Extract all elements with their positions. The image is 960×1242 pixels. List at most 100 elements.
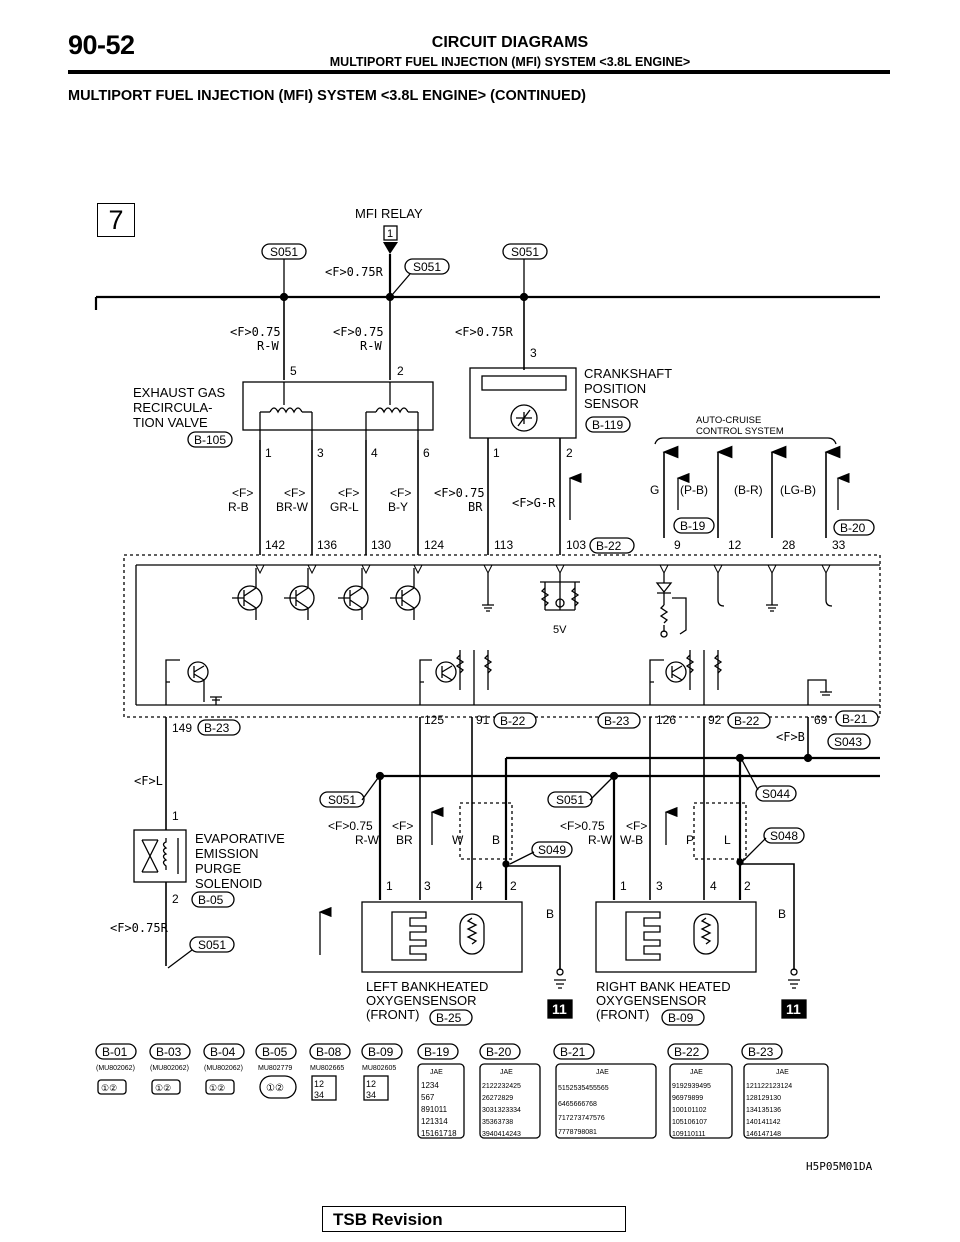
splice-s048: S048 — [763, 827, 805, 844]
ecm-transistors — [232, 568, 421, 620]
legend-b04: B-04 (MU802062) ①② — [203, 1043, 245, 1095]
ecm-pin-69: 69 — [814, 713, 828, 727]
svg-text:34: 34 — [314, 1090, 324, 1100]
diagram-page-box: 7 — [97, 203, 135, 237]
left-ground-wire: B — [546, 907, 554, 921]
ecm-pin-125: 125 — [424, 713, 444, 727]
left-o2-pin-3: 3 — [424, 879, 431, 893]
svg-text:B-09: B-09 — [368, 1045, 394, 1059]
conn-b23-tag-left: B-23 — [197, 719, 241, 736]
left-o2-f2: <F> — [392, 819, 413, 833]
svg-text:MU802605: MU802605 — [362, 1065, 396, 1072]
svg-text:717273747576: 717273747576 — [558, 1115, 605, 1122]
egr-wire-3-c: GR-L — [330, 500, 359, 514]
right-o2-p: P — [686, 833, 694, 847]
legend-b22: B-22 JAE 9192939495969798991001011021051… — [667, 1043, 733, 1139]
wire-rw-a: R-W — [257, 339, 279, 353]
svg-text:96979899: 96979899 — [672, 1095, 703, 1102]
egr-valve-box — [242, 381, 434, 431]
ckp-label-1: CRANKSHAFT — [584, 366, 672, 381]
wire-br-a: BR — [468, 500, 483, 514]
svg-text:34: 34 — [366, 1090, 376, 1100]
svg-text:S051: S051 — [511, 245, 539, 259]
svg-text:B-05: B-05 — [262, 1045, 288, 1059]
section-title: MULTIPORT FUEL INJECTION (MFI) SYSTEM <3… — [68, 88, 587, 104]
splice-s051-right: S051 — [547, 791, 593, 808]
svg-text:567: 567 — [421, 1093, 435, 1102]
splice-s044: S044 — [755, 785, 797, 802]
evap-label-4: SOLENOID — [195, 876, 262, 891]
right-o2-label-1: RIGHT BANK HEATED — [596, 979, 731, 994]
conn-b22-tag-top: B-22 — [589, 537, 635, 554]
left-o2-b: B — [492, 833, 500, 847]
svg-text:9192939495: 9192939495 — [672, 1083, 711, 1090]
right-o2-c1: R-W — [588, 833, 613, 847]
svg-text:B-01: B-01 — [102, 1045, 128, 1059]
wire-f075-b: <F>0.75 — [333, 325, 384, 339]
right-o2-pin-3: 3 — [656, 879, 663, 893]
svg-text:B-20: B-20 — [486, 1045, 512, 1059]
ckp-sensor-box — [469, 367, 577, 439]
svg-text:B-19: B-19 — [424, 1045, 450, 1059]
ecm-pin-92: 92 — [708, 713, 722, 727]
cruise-wire-pb: (P-B) — [680, 483, 708, 497]
left-o2-label-2: OXYGENSENSOR — [366, 993, 477, 1008]
left-o2-label-3: (FRONT) — [366, 1007, 419, 1022]
wire-fb: <F>B — [776, 730, 805, 744]
ecm-pin-149: 149 — [172, 721, 192, 735]
svg-text:B-22: B-22 — [674, 1045, 700, 1059]
header-subtitle: MULTIPORT FUEL INJECTION (MFI) SYSTEM <3… — [329, 55, 691, 69]
svg-text:146147148: 146147148 — [746, 1131, 781, 1138]
svg-text:B-22: B-22 — [500, 714, 526, 728]
svg-text:B-23: B-23 — [604, 714, 630, 728]
legend-b21: B-21 JAE 5152535455565646566676871727374… — [553, 1043, 657, 1139]
splice-s049: S049 — [531, 841, 573, 858]
ckp-label-3: SENSOR — [584, 396, 639, 411]
svg-text:3031323334: 3031323334 — [482, 1107, 521, 1114]
egr-label-1: EXHAUST GAS — [133, 385, 226, 400]
svg-text:(MU802062): (MU802062) — [96, 1065, 135, 1072]
egr-pin-2: 2 — [397, 364, 404, 378]
left-o2-c2: BR — [396, 833, 413, 847]
svg-text:(MU802062): (MU802062) — [150, 1065, 189, 1072]
svg-text:1234: 1234 — [421, 1081, 439, 1090]
left-o2-pin-4: 4 — [476, 879, 483, 893]
svg-text:①②: ①② — [266, 1083, 284, 1094]
figure-code: H5P05M01DA — [806, 1160, 873, 1173]
svg-text:B-22: B-22 — [596, 539, 622, 553]
cruise-label-1: AUTO-CRUISE — [696, 415, 761, 426]
ecm-pin-28: 28 — [782, 538, 796, 552]
svg-text:S051: S051 — [328, 793, 356, 807]
legend-b03: B-03 (MU802062) ①② — [149, 1043, 191, 1095]
egr-pin-1: 1 — [265, 446, 272, 460]
egr-wire-1-f: <F> — [232, 486, 253, 500]
egr-wire-4-c: B-Y — [388, 500, 408, 514]
egr-label-3: TION VALVE — [133, 415, 208, 430]
wire-fgr: <F>G-R — [512, 496, 556, 510]
svg-text:121122123124: 121122123124 — [746, 1083, 792, 1090]
svg-text:B-05: B-05 — [198, 893, 224, 907]
svg-text:MU802665: MU802665 — [310, 1065, 344, 1072]
svg-text:JAE: JAE — [596, 1069, 609, 1076]
svg-text:891011: 891011 — [421, 1105, 448, 1114]
svg-text:B-25: B-25 — [436, 1011, 462, 1025]
evap-label-3: PURGE — [195, 861, 242, 876]
svg-text:B-22: B-22 — [734, 714, 760, 728]
ecm-pin-103: 103 — [566, 538, 586, 552]
svg-text:2122232425: 2122232425 — [482, 1083, 521, 1090]
conn-b22-tag-mid: B-22 — [493, 712, 537, 729]
left-o2-w: W — [452, 833, 464, 847]
splice-s051-a: S051 — [261, 243, 307, 260]
svg-text:128129130: 128129130 — [746, 1095, 781, 1102]
splice-s051-left: S051 — [319, 791, 365, 808]
svg-text:B-21: B-21 — [842, 712, 868, 726]
splice-s043: S043 — [827, 733, 871, 750]
ecm-pin-124: 124 — [424, 538, 444, 552]
svg-text:B-20: B-20 — [840, 521, 866, 535]
ecm-pin-126: 126 — [656, 713, 676, 727]
cruise-wire-br: (B-R) — [734, 483, 763, 497]
cruise-wire-lgb: (LG-B) — [780, 483, 816, 497]
legend-b09: B-09 MU802605 1234 — [361, 1043, 403, 1101]
evap-pin-1: 1 — [172, 809, 179, 823]
